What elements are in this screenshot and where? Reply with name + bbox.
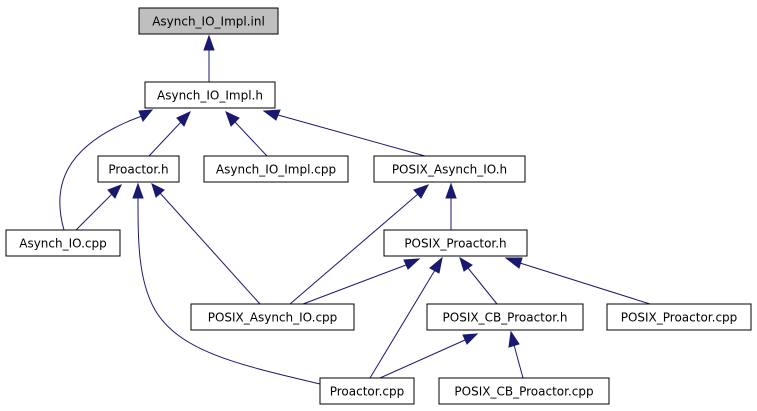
- node-asynch-io-impl-inl[interactable]: Asynch_IO_Impl.inl: [138, 7, 279, 35]
- edge-asynch-io-impl-h-to-inl: [203, 34, 215, 82]
- node-posix-cb-proactor-cpp[interactable]: POSIX_CB_Proactor.cpp: [438, 377, 610, 405]
- node-proactor-h[interactable]: Proactor.h: [97, 155, 180, 183]
- node-label: POSIX_CB_Proactor.cpp: [454, 385, 593, 399]
- node-label: Asynch_IO_Impl.inl: [152, 15, 265, 29]
- node-label: Proactor.cpp: [330, 385, 405, 399]
- edge-posix-proactor-cpp-to-posix-proactor-h: [504, 257, 651, 305]
- edge-posix-asynch-io-cpp-to-posix-proactor-h: [302, 258, 421, 305]
- node-label: POSIX_Asynch_IO.h: [392, 163, 507, 177]
- node-posix-proactor-h[interactable]: POSIX_Proactor.h: [383, 229, 528, 257]
- edge-posix-cb-proactor-cpp-to-posix-cb-proactor-h: [508, 330, 524, 379]
- edge-proactor-h-to-asynch-io-impl-h: [148, 111, 191, 157]
- edge-posix-proactor-h-to-posix-asynch-io-h: [445, 182, 457, 230]
- edges-layer: [59, 34, 651, 385]
- edge-posix-cb-proactor-h-to-posix-proactor-h: [459, 256, 498, 305]
- node-posix-asynch-io-cpp[interactable]: POSIX_Asynch_IO.cpp: [190, 303, 355, 331]
- node-posix-proactor-cpp[interactable]: POSIX_Proactor.cpp: [606, 303, 752, 331]
- node-label: Proactor.h: [108, 163, 168, 177]
- edge-posix-asynch-io-cpp-to-proactor-h: [151, 183, 261, 305]
- node-label: Asynch_IO_Impl.cpp: [216, 163, 336, 177]
- edge-asynch-io-impl-cpp-to-asynch-io-impl-h: [225, 111, 268, 157]
- edge-asynch-io-cpp-to-asynch-io-impl-h: [59, 109, 154, 231]
- edge-posix-asynch-io-h-to-asynch-io-impl-h: [262, 109, 426, 157]
- node-posix-cb-proactor-h[interactable]: POSIX_CB_Proactor.h: [426, 303, 584, 331]
- edge-proactor-cpp-to-posix-cb-proactor-h: [379, 333, 479, 379]
- nodes-layer: Asynch_IO_Impl.inl Asynch_IO_Impl.h Proa…: [5, 7, 752, 405]
- node-label: Asynch_IO_Impl.h: [157, 89, 263, 103]
- node-asynch-io-impl-cpp[interactable]: Asynch_IO_Impl.cpp: [203, 155, 349, 183]
- node-asynch-io-cpp[interactable]: Asynch_IO.cpp: [5, 229, 121, 257]
- node-label: POSIX_CB_Proactor.h: [443, 311, 568, 325]
- edge-posix-asynch-io-cpp-to-posix-asynch-io-h: [289, 184, 430, 305]
- edge-proactor-cpp-to-proactor-h: [132, 182, 321, 385]
- node-label: POSIX_Asynch_IO.cpp: [208, 311, 338, 325]
- node-proactor-cpp[interactable]: Proactor.cpp: [319, 377, 415, 405]
- edge-asynch-io-cpp-to-proactor-h: [75, 184, 122, 231]
- node-posix-asynch-io-h[interactable]: POSIX_Asynch_IO.h: [373, 155, 526, 183]
- node-asynch-io-impl-h[interactable]: Asynch_IO_Impl.h: [144, 81, 276, 109]
- node-label: Asynch_IO.cpp: [19, 237, 107, 251]
- edge-proactor-cpp-to-posix-proactor-h: [369, 256, 443, 379]
- node-label: POSIX_Proactor.cpp: [621, 311, 738, 325]
- node-label: POSIX_Proactor.h: [404, 237, 506, 251]
